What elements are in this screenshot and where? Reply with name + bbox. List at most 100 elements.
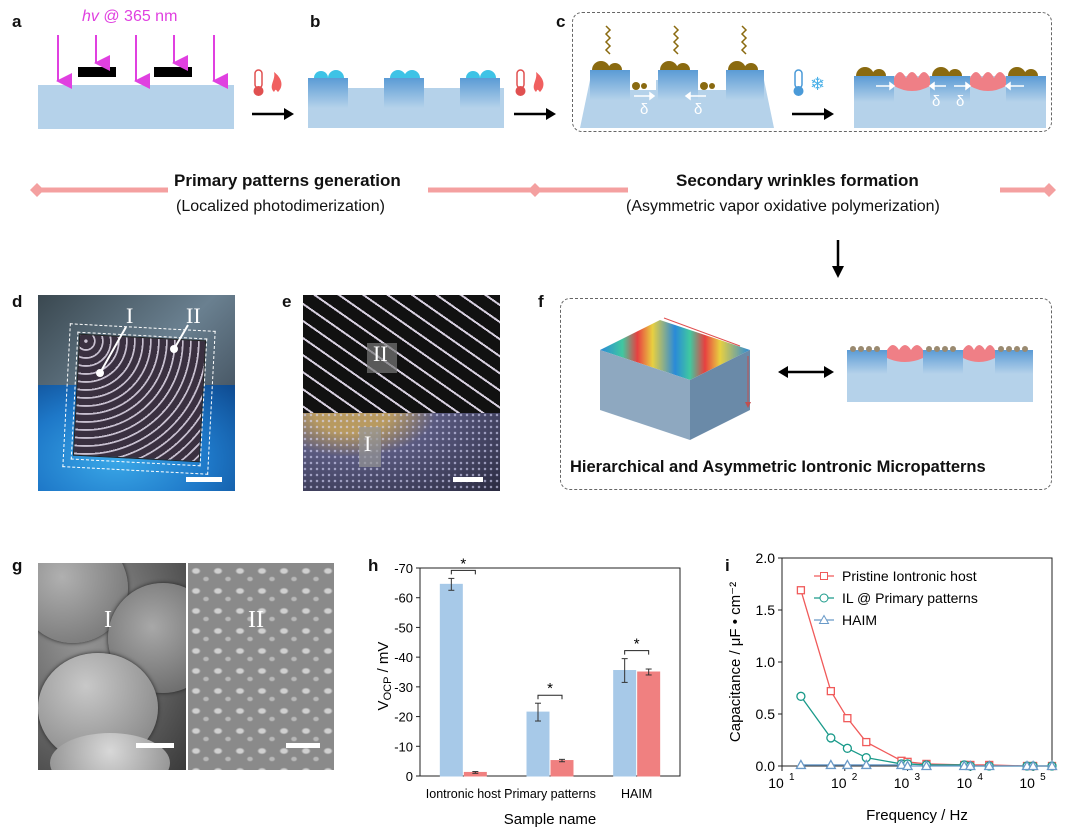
light-label: hv @ 365 nm <box>82 8 177 26</box>
x-tick-label: 10 <box>894 775 910 791</box>
scale-bar <box>136 743 174 748</box>
panel-b-schematic <box>308 70 504 128</box>
panel-label-a: a <box>12 12 22 31</box>
bar <box>613 670 637 777</box>
plot-frame <box>419 567 681 777</box>
y-axis-label: Capacitance / μF • cm⁻² <box>727 582 744 742</box>
data-point <box>1027 760 1039 771</box>
bar <box>550 760 574 777</box>
significance-star: * <box>547 680 553 697</box>
data-point <box>841 759 853 770</box>
data-point <box>1046 760 1058 771</box>
y-tick-label: -60 <box>394 591 413 606</box>
delta-label: δ <box>640 101 648 118</box>
heat-icon <box>514 69 556 120</box>
region-label-I: I <box>126 303 134 328</box>
panel-a-schematic <box>38 35 234 129</box>
x-axis-label: Sample name <box>504 811 597 828</box>
delta-label: δ <box>694 101 702 118</box>
panel-label-b: b <box>310 12 321 31</box>
x-tick-exponent: 5 <box>1040 772 1046 783</box>
region-label-II: II <box>248 607 264 633</box>
x-tick-exponent: 1 <box>789 772 795 783</box>
data-point <box>964 760 976 771</box>
legend-marker <box>819 593 829 603</box>
y-tick-label: -70 <box>394 561 413 576</box>
bidirectional-arrow <box>778 366 834 378</box>
region-label-I: I <box>104 607 112 633</box>
significance-star: * <box>634 636 640 653</box>
y-tick-label: 1.0 <box>756 654 776 670</box>
series-line <box>800 590 1052 767</box>
panel-label-e: e <box>282 292 292 311</box>
data-point <box>796 586 806 595</box>
panel-c-schematic-left: δ δ <box>580 25 774 128</box>
y-tick-label: -50 <box>394 620 413 635</box>
scale-bar <box>286 743 320 748</box>
substrate <box>38 85 234 129</box>
panel-c-box <box>572 12 1052 132</box>
panel-label-d: d <box>12 292 23 311</box>
data-point <box>796 691 806 701</box>
significance-star: * <box>460 558 466 572</box>
y-tick-label: 0.5 <box>756 706 776 722</box>
y-tick-label: -10 <box>394 739 413 754</box>
data-point <box>795 759 807 770</box>
legend-label: IL @ Primary patterns <box>842 590 978 606</box>
svg-text:❄: ❄ <box>810 74 825 94</box>
data-point <box>895 759 908 770</box>
x-tick-exponent: 3 <box>915 772 921 783</box>
x-tick-exponent: 4 <box>977 772 983 783</box>
panel-label-g: g <box>12 556 23 575</box>
region-label-II: II <box>373 341 388 366</box>
x-axis-label: Frequency / Hz <box>866 807 968 824</box>
panel-label-h: h <box>368 556 379 575</box>
secondary-title: Secondary wrinkles formation <box>676 171 919 190</box>
data-point <box>825 759 837 770</box>
panel-label-c: c <box>556 12 566 31</box>
y-tick-label: 0.0 <box>756 758 776 774</box>
region-label-I: I <box>364 431 372 456</box>
primary-title: Primary patterns generation <box>174 171 401 190</box>
series-line <box>800 695 1052 767</box>
data-point <box>901 760 914 771</box>
wrinkle-region <box>303 295 500 415</box>
panel-f-caption: Hierarchical and Asymmetric Iontronic Mi… <box>570 458 986 476</box>
heat-icon <box>252 69 294 120</box>
bar <box>637 671 661 777</box>
delta-label: δ <box>932 93 940 110</box>
data-point <box>826 686 835 696</box>
data-point <box>983 760 995 771</box>
primary-subtitle: (Localized photodimerization) <box>176 198 385 215</box>
haim-cross-section <box>847 345 1033 402</box>
significance-bracket <box>537 694 563 700</box>
panel-c-schematic-right: δ δ <box>854 67 1046 128</box>
chart-h: 0-10-20-30-40-50-60-70 *** Iontronic hos… <box>375 558 681 828</box>
region-label-II: II <box>186 303 201 328</box>
y-tick-label: 2.0 <box>756 550 776 566</box>
scale-bar <box>186 477 222 482</box>
bar <box>526 711 550 777</box>
y-tick-label: -30 <box>394 680 413 695</box>
y-tick-label: -20 <box>394 710 413 725</box>
cooling-icon: ❄ <box>792 69 834 120</box>
sem-image-II: II <box>188 563 334 770</box>
x-tick-label: HAIM <box>621 787 652 801</box>
y-tick-label: 1.5 <box>756 602 776 618</box>
y-tick-label: 0 <box>406 769 413 784</box>
photomask-1 <box>78 67 116 77</box>
x-tick-label: 10 <box>1019 775 1035 791</box>
data-point <box>860 759 872 770</box>
afm-3d-image <box>600 317 751 440</box>
legend-marker <box>820 572 828 580</box>
stage-divider <box>30 183 1056 197</box>
legend-marker <box>818 614 830 624</box>
x-tick-label: Primary patterns <box>504 787 596 801</box>
data-point <box>842 743 853 753</box>
y-axis-label: VOCP / mV <box>375 642 394 711</box>
photomask-2 <box>154 67 192 77</box>
x-tick-label: 10 <box>957 775 973 791</box>
hv-symbol: hv <box>82 8 99 25</box>
device-photo: I II <box>38 295 235 491</box>
